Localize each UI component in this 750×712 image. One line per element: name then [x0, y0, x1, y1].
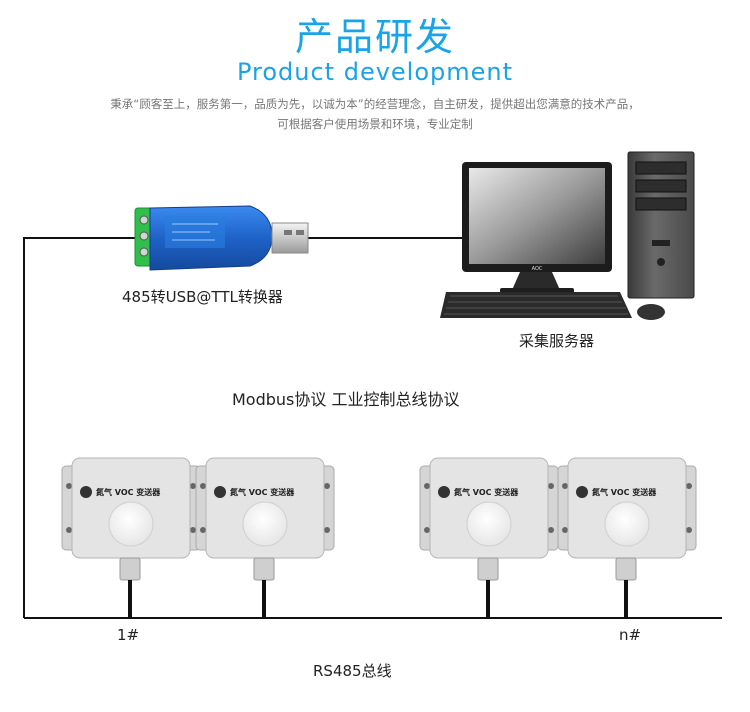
sensor-node-1: 氮气 VOC 变送器 [61, 457, 201, 618]
sensor-logo [438, 486, 450, 498]
page-title-zh: 产品研发 [294, 15, 455, 59]
sensor-logo [214, 486, 226, 498]
server-label: 采集服务器 [519, 332, 595, 350]
sensor-dome [242, 501, 288, 547]
converter-label: 485转USB@TTL转换器 [122, 288, 283, 306]
usb-plug [271, 222, 309, 254]
usb-converter [134, 205, 309, 271]
mouse [637, 304, 665, 320]
sensor-node-3: 氮气 VOC 变送器 [419, 457, 559, 618]
monitor-screen [469, 168, 605, 264]
bus-label: RS485总线 [313, 662, 392, 680]
left-vertical-wire [23, 237, 148, 618]
sensor-dome [108, 501, 154, 547]
sensor-logo [576, 486, 588, 498]
sensor-dome [604, 501, 650, 547]
sensor-node-2: 氮气 VOC 变送器 [195, 457, 335, 618]
monitor-stand [512, 272, 560, 290]
sensor-node-n: 氮气 VOC 变送器 [557, 457, 697, 618]
bus-wiring [23, 237, 722, 619]
first-node-label: 1# [117, 626, 140, 644]
keyboard [440, 292, 632, 318]
monitor-brand: AOC [532, 266, 543, 272]
tagline-line-2: 可根据客户使用场景和环境，专业定制 [277, 117, 473, 131]
server-computer: AOC [440, 151, 695, 320]
tagline-line-1: 秉承“顾客至上，服务第一，品质为先，以诚为本”的经营理念，自主研发，提供超出您满… [110, 97, 640, 111]
sensor-label: 氮气 VOC 变送器 [454, 487, 519, 497]
sensor-logo [80, 486, 92, 498]
sensor-label: 氮气 VOC 变送器 [230, 487, 295, 497]
sensor-dome [466, 501, 512, 547]
sensor-label: 氮气 VOC 变送器 [592, 487, 657, 497]
page-title-en: Product development [236, 58, 514, 86]
last-node-label: n# [619, 626, 642, 644]
protocol-label: Modbus协议 工业控制总线协议 [232, 390, 460, 409]
sensor-label: 氮气 VOC 变送器 [96, 487, 161, 497]
